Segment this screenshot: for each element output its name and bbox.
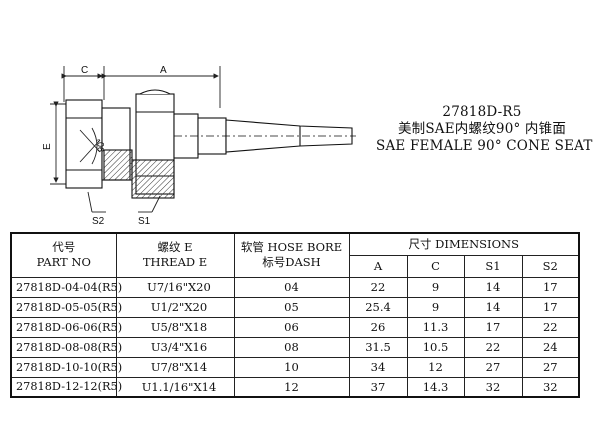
dim-a-cell: 25.4: [348, 296, 408, 318]
angle-label: 90°: [96, 138, 106, 152]
dash-cell: 06: [233, 316, 350, 338]
header-part-en: PART NO: [36, 255, 91, 270]
dim-a-label: A: [160, 65, 167, 76]
header-hose-bore: 软管 HOSE BORE 标号DASH: [233, 232, 350, 278]
part-no-cell: 27818D-10-10(R5): [10, 356, 122, 378]
fitting-technical-drawing: C A E 90° S2 S1: [42, 65, 356, 227]
header-thread-cn: 螺纹 E: [157, 240, 193, 255]
thread-cell: U3/4"X16: [115, 336, 235, 358]
thread-cell: U5/8"X18: [115, 316, 235, 338]
header-col-s1: S1: [463, 254, 523, 278]
dim-c-cell: 11.3: [406, 316, 465, 338]
thread-cell: U1.1/16"X14: [115, 376, 235, 398]
en-description: SAE FEMALE 90° CONE SEAT: [376, 138, 593, 154]
s1-label: S1: [138, 216, 151, 227]
dim-s2-cell: 27: [521, 356, 580, 378]
header-col-a: A: [348, 254, 408, 278]
dim-s1-cell: 17: [463, 316, 523, 338]
dim-c-label: C: [81, 65, 88, 76]
header-part-no: 代号 PART NO: [10, 232, 117, 278]
dim-s2-cell: 32: [521, 376, 580, 398]
dim-c-cell: 9: [406, 296, 465, 318]
header-hose-line1: 软管 HOSE BORE: [240, 240, 343, 255]
part-no-cell: 27818D-12-12(R5): [10, 376, 122, 398]
thread-cell: U7/16"X20: [115, 276, 235, 298]
dim-s1-cell: 22: [463, 336, 523, 358]
dim-s1-cell: 27: [463, 356, 523, 378]
dim-s2-cell: 17: [521, 276, 580, 298]
dim-s1-cell: 14: [463, 276, 523, 298]
dim-s1-cell: 32: [463, 376, 523, 398]
header-thread-en: THREAD E: [142, 255, 208, 270]
header-hose-line2: 标号DASH: [262, 255, 321, 270]
dim-s1-cell: 14: [463, 296, 523, 318]
dash-cell: 04: [233, 276, 350, 298]
dim-s2-cell: 22: [521, 316, 580, 338]
dim-s2-cell: 24: [521, 336, 580, 358]
dim-a-cell: 26: [348, 316, 408, 338]
header-col-s2: S2: [521, 254, 580, 278]
thread-cell: U1/2"X20: [115, 296, 235, 318]
header-thread: 螺纹 E THREAD E: [115, 232, 235, 278]
cn-description: 美制SAE内螺纹90° 内锥面: [397, 121, 567, 137]
thread-cell: U7/8"X14: [115, 356, 235, 378]
dim-e-label: E: [42, 143, 53, 150]
dim-c-cell: 12: [406, 356, 465, 378]
dim-a-cell: 31.5: [348, 336, 408, 358]
dash-cell: 12: [233, 376, 350, 398]
part-no-cell: 27818D-06-06(R5): [10, 316, 122, 338]
dim-a-cell: 37: [348, 376, 408, 398]
part-no-cell: 27818D-04-04(R5): [10, 276, 122, 298]
header-dimensions: 尺寸 DIMENSIONS: [348, 232, 580, 256]
dim-c-cell: 14.3: [406, 376, 465, 398]
part-no-cell: 27818D-05-05(R5): [10, 296, 122, 318]
dash-cell: 10: [233, 356, 350, 378]
model-title: 27818D-R5: [442, 104, 522, 120]
s2-label: S2: [92, 216, 105, 227]
dimensions-table: 代号 PART NO 螺纹 E THREAD E 软管 HOSE BORE 标号…: [10, 232, 581, 398]
dim-s2-cell: 17: [521, 296, 580, 318]
dim-c-cell: 10.5: [406, 336, 465, 358]
dim-c-cell: 9: [406, 276, 465, 298]
part-no-cell: 27818D-08-08(R5): [10, 336, 122, 358]
dim-a-cell: 22: [348, 276, 408, 298]
dim-a-cell: 34: [348, 356, 408, 378]
header-part-cn: 代号: [52, 240, 76, 255]
dash-cell: 08: [233, 336, 350, 358]
dash-cell: 05: [233, 296, 350, 318]
title-block: 27818D-R5 美制SAE内螺纹90° 内锥面 SAE FEMALE 90°…: [376, 104, 593, 155]
header-col-c: C: [406, 254, 465, 278]
